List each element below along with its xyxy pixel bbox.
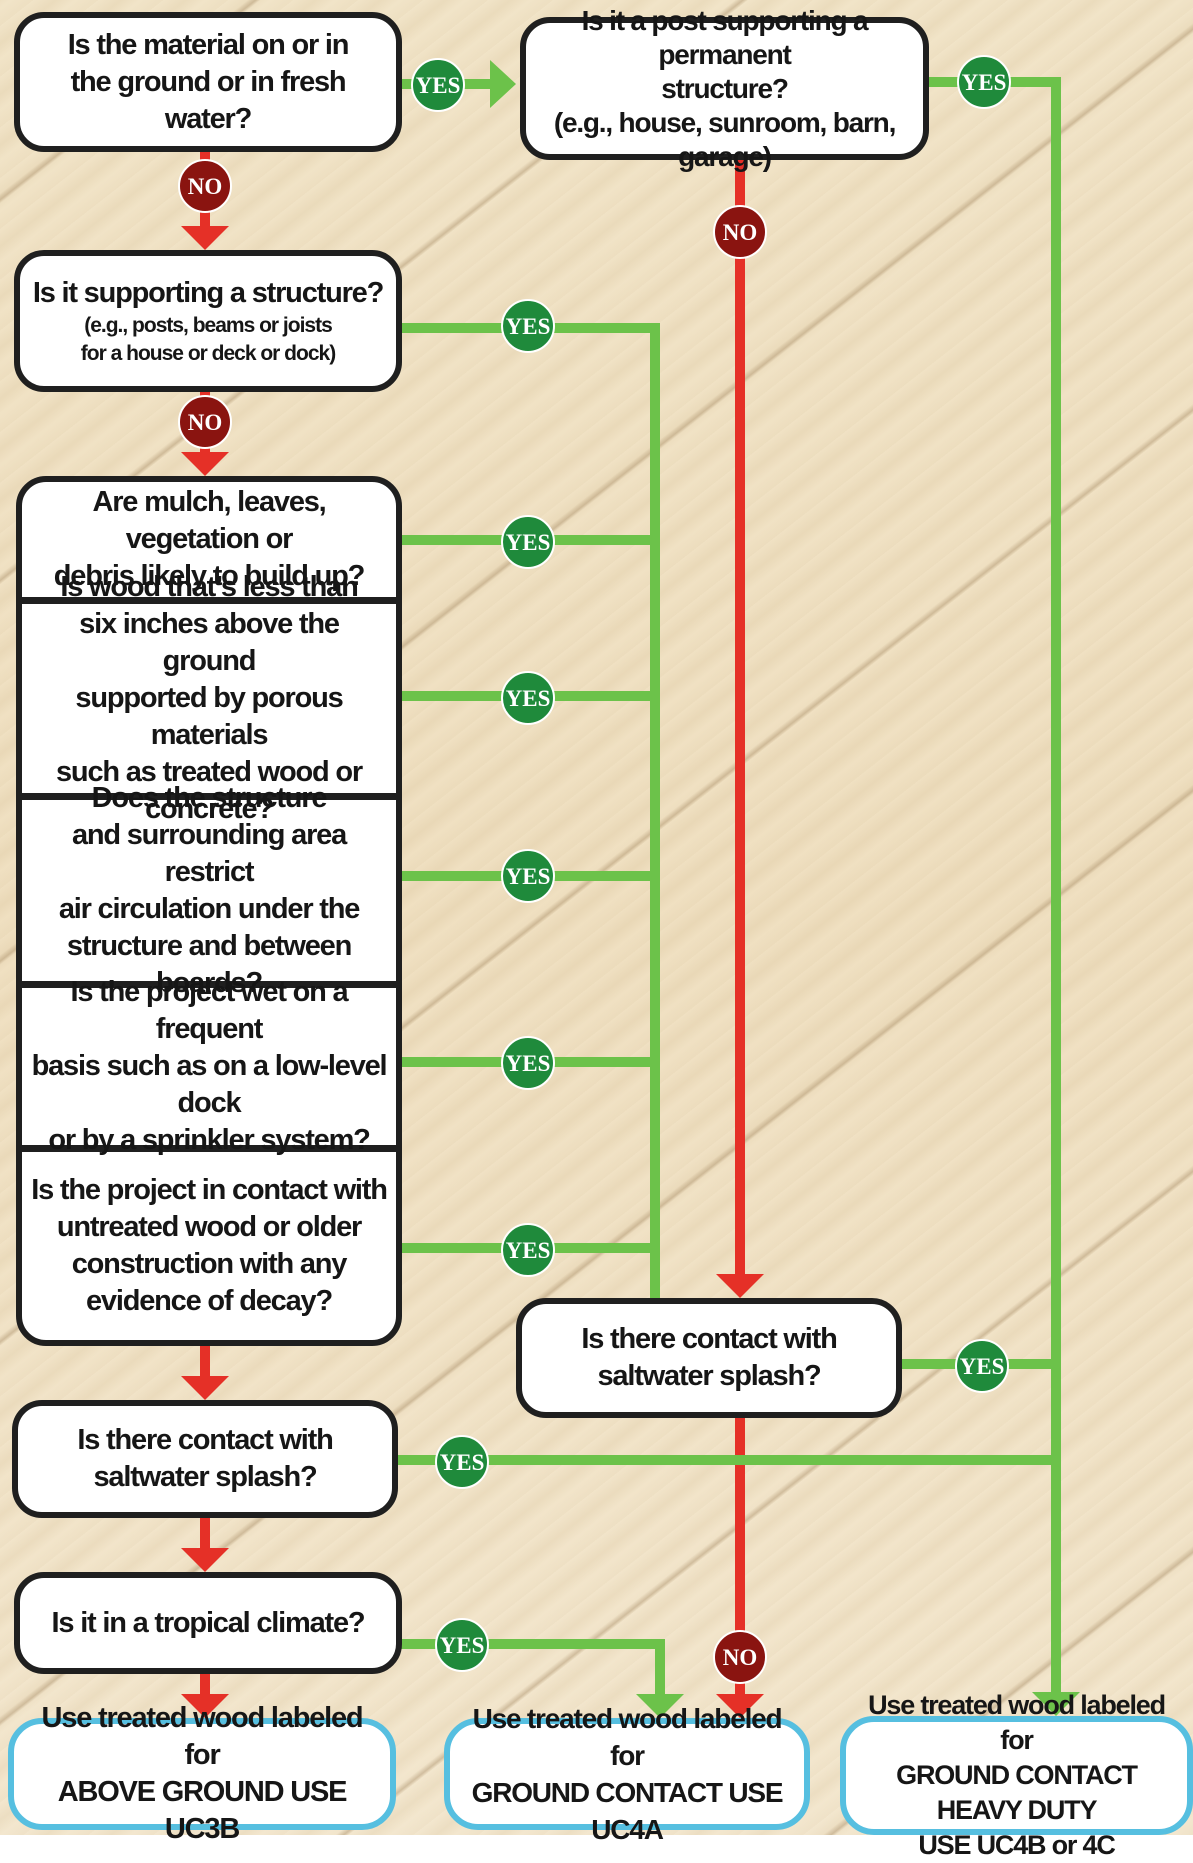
question-text: Is wood that’s less than six inches abov…: [56, 571, 363, 825]
question-text: Is there contact with saltwater splash?: [581, 1323, 837, 1392]
no-arrow-q2-q11: [716, 1274, 764, 1298]
no-badge-q2: NO: [713, 205, 767, 259]
yes-label: YES: [440, 1450, 485, 1475]
question-saltwater-splash-middle: Is there contact with saltwater splash?: [516, 1298, 902, 1418]
no-arrow-q11-result: [716, 1694, 764, 1718]
yes-path-q2-heavy: [928, 77, 1061, 1694]
yes-arrow-heavy: [1032, 1692, 1080, 1716]
yes-arrow-q1-q2: [490, 60, 516, 108]
question-text: Is it supporting a structure?: [32, 276, 384, 309]
question-air-circulation: Does the structure and surrounding area …: [22, 782, 396, 999]
yes-label: YES: [416, 73, 461, 98]
yes-badge-q7: YES: [501, 1036, 555, 1090]
question-untreated-or-decay: Is the project in contact with untreated…: [22, 1152, 396, 1340]
no-badge-q1: NO: [178, 159, 232, 213]
result-ground-contact-uc4a: Use treated wood labeled for GROUND CONT…: [444, 1703, 810, 1845]
yes-badge-q9: YES: [435, 1435, 489, 1489]
yes-label: YES: [440, 1633, 485, 1658]
result-text: Use treated wood labeled for ABOVE GROUN…: [41, 1702, 364, 1845]
yes-label: YES: [962, 70, 1007, 95]
no-label: NO: [723, 220, 758, 245]
no-badge-q3: NO: [178, 395, 232, 449]
yes-badge-q6: YES: [501, 849, 555, 903]
no-arrow-q1-q3: [181, 226, 229, 250]
yes-badge-q5: YES: [501, 671, 555, 725]
yes-badge-q3: YES: [501, 299, 555, 353]
question-debris-build-up: Are mulch, leaves, vegetation or debris …: [22, 482, 396, 604]
question-stack: Are mulch, leaves, vegetation or debris …: [16, 476, 402, 1346]
yes-label: YES: [506, 314, 551, 339]
question-saltwater-splash-left: Is there contact with saltwater splash?: [12, 1400, 398, 1518]
no-label: NO: [188, 410, 223, 435]
yes-arrow-q10-result: [636, 1694, 684, 1718]
result-text: Use treated wood labeled for GROUND CONT…: [868, 1690, 1166, 1860]
yes-path-q3-q11: [400, 323, 660, 1298]
question-text: Is the project wet on a frequent basis s…: [31, 976, 388, 1156]
yes-label: YES: [506, 686, 551, 711]
question-text: Is it in a tropical climate?: [51, 1606, 366, 1639]
arrow-q9-q10: [181, 1548, 229, 1572]
no-label: NO: [188, 174, 223, 199]
question-tropical-climate: Is it in a tropical climate?: [14, 1572, 402, 1674]
arrow-q10-result: [181, 1694, 229, 1718]
question-wood-near-ground: Is wood that’s less than six inches abov…: [22, 571, 396, 825]
no-label: NO: [723, 1645, 758, 1670]
yes-label: YES: [506, 1238, 551, 1263]
yes-label: YES: [506, 530, 551, 555]
result-above-ground-uc3b: Use treated wood labeled for ABOVE GROUN…: [8, 1702, 396, 1845]
question-post-supporting-permanent-structure: Is it a post supporting a permanent stru…: [520, 5, 929, 172]
yes-badge-q10: YES: [435, 1618, 489, 1672]
yes-badge-q4: YES: [501, 515, 555, 569]
question-text: Is the project in contact with untreated…: [31, 1174, 388, 1317]
question-text: Does the structure and surrounding area …: [58, 781, 361, 999]
yes-badge-q1: YES: [411, 58, 465, 112]
question-subtext: (e.g., posts, beams or joists for a hous…: [80, 313, 336, 365]
question-frequently-wet: Is the project wet on a frequent basis s…: [22, 976, 396, 1156]
question-text: Is the material on or in the ground or i…: [67, 28, 350, 135]
yes-badge-q11: YES: [955, 1339, 1009, 1393]
question-text: Are mulch, leaves, vegetation or debris …: [53, 486, 366, 592]
yes-label: YES: [506, 1051, 551, 1076]
yes-badge-q8: YES: [501, 1223, 555, 1277]
question-text: Is there contact with saltwater splash?: [77, 1424, 333, 1493]
question-text: Is it a post supporting a permanent stru…: [553, 4, 897, 172]
yes-label: YES: [960, 1354, 1005, 1379]
no-badge-q11: NO: [713, 1630, 767, 1684]
question-supporting-structure: Is it supporting a structure? (e.g., pos…: [14, 250, 402, 392]
result-heavy-duty-uc4b-4c: Use treated wood labeled for GROUND CONT…: [840, 1690, 1193, 1860]
no-arrow-q3-stack: [181, 452, 229, 476]
yes-badge-q2: YES: [957, 55, 1011, 109]
arrow-stack-q9: [181, 1376, 229, 1400]
result-text: Use treated wood labeled for GROUND CONT…: [471, 1703, 784, 1845]
yes-label: YES: [506, 864, 551, 889]
question-ground-or-fresh-water: Is the material on or in the ground or i…: [14, 12, 402, 152]
